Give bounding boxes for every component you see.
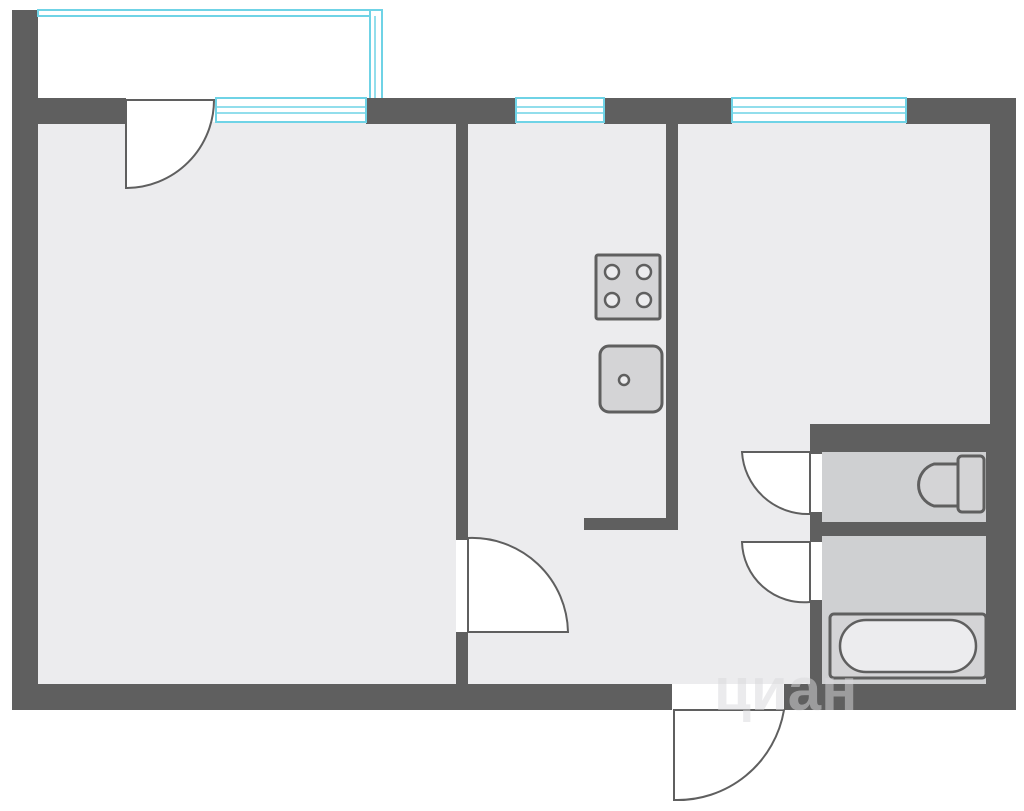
- window-bedroom: [731, 97, 907, 123]
- window-kitchen: [515, 97, 605, 123]
- living-room-floor: [36, 122, 456, 684]
- sink-icon: [598, 344, 664, 414]
- kitchen-floor: [468, 122, 668, 532]
- door-balcony: [125, 99, 216, 190]
- balcony: [12, 9, 383, 102]
- door-entrance: [673, 709, 786, 802]
- door-toilet: [740, 451, 811, 516]
- bathtub-icon: [828, 612, 988, 680]
- door-living-room: [467, 536, 570, 633]
- window-living-room: [215, 97, 367, 123]
- door-bathroom: [740, 541, 811, 604]
- watermark-text: циан: [714, 656, 857, 723]
- walls: [12, 98, 1016, 710]
- stove-icon: [594, 253, 662, 321]
- toilet-icon: [917, 454, 986, 514]
- bedroom-floor: [678, 122, 990, 427]
